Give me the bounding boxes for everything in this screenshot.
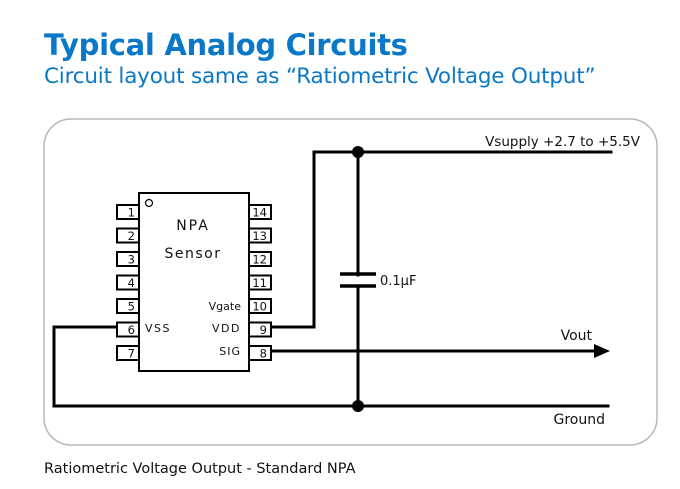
pin-box: [116, 321, 140, 338]
pin-label-vss: VSS: [145, 322, 171, 335]
pin-box: [116, 251, 140, 267]
pin-box: [248, 298, 272, 314]
net-label-vout: Vout: [561, 328, 593, 344]
pin-number: 4: [128, 276, 135, 290]
pin-label-vgate: Vgate: [209, 300, 242, 313]
page-title: Typical Analog Circuits: [44, 28, 408, 62]
pin-number: 6: [128, 323, 135, 337]
vout-arrow-icon: [594, 344, 610, 358]
pin-number: 1: [128, 206, 135, 220]
pin-number: 7: [128, 347, 135, 361]
pin-right: 9: [248, 321, 272, 338]
diagram-frame: [43, 118, 658, 446]
pin-left: 3: [116, 251, 140, 267]
capacitor-label: 0.1µF: [380, 274, 416, 289]
pin-number: 9: [260, 323, 267, 337]
wire-ground: [52, 325, 610, 408]
pin1-marker-icon: [144, 198, 154, 208]
pin-box: [116, 274, 140, 291]
chip-name-line2: Sensor: [165, 246, 222, 262]
pin-right: 14: [248, 204, 272, 220]
figure-caption: Ratiometric Voltage Output - Standard NP…: [44, 461, 356, 477]
pin-left: 6: [116, 321, 140, 338]
pin-number: 3: [128, 253, 135, 267]
pin-box: [248, 274, 272, 291]
junction-ground-icon: [352, 400, 364, 412]
pin-number: 12: [252, 253, 267, 267]
pin-right: 13: [248, 227, 272, 244]
pin-box: [116, 345, 140, 361]
page-subtitle: Circuit layout same as “Ratiometric Volt…: [44, 64, 596, 89]
pin-left: 5: [116, 298, 140, 314]
pin-left: 1: [116, 204, 140, 220]
pin-left: 4: [116, 274, 140, 291]
pin-box: [248, 345, 272, 361]
pin-number: 8: [260, 347, 267, 361]
chip-body: [138, 192, 250, 372]
pin-box: [116, 204, 140, 220]
pin-box: [248, 204, 272, 220]
pin-number: 14: [252, 206, 267, 220]
pin-right: 12: [248, 251, 272, 267]
pin-box: [248, 321, 272, 338]
junction-supply-icon: [352, 146, 364, 158]
wire-supply: [270, 150, 613, 329]
pin-number: 10: [252, 300, 267, 314]
pin-box: [248, 251, 272, 267]
chip-name-line1: NPA: [176, 218, 210, 234]
pin-number: 5: [128, 300, 135, 314]
pin-right: 8: [248, 345, 272, 361]
net-label-ground: Ground: [554, 412, 606, 428]
pin-box: [116, 227, 140, 244]
pins-right: 14 13 12 11 10 9 8: [248, 204, 272, 361]
pin-label-vdd: VDD: [212, 322, 241, 335]
pin-number: 13: [252, 229, 267, 243]
pins-left: 1 2 3 4 5 6 7: [116, 204, 140, 361]
pin-box: [248, 227, 272, 244]
pin-right: 11: [248, 274, 272, 291]
pin-number: 2: [128, 229, 135, 243]
pin-number: 11: [252, 276, 267, 290]
pin-left: 2: [116, 227, 140, 244]
pin-label-sig: SIG: [219, 345, 241, 358]
net-label-supply: Vsupply +2.7 to +5.5V: [485, 134, 641, 150]
pin-box: [116, 298, 140, 314]
pin-left: 7: [116, 345, 140, 361]
pin-right: 10: [248, 298, 272, 314]
